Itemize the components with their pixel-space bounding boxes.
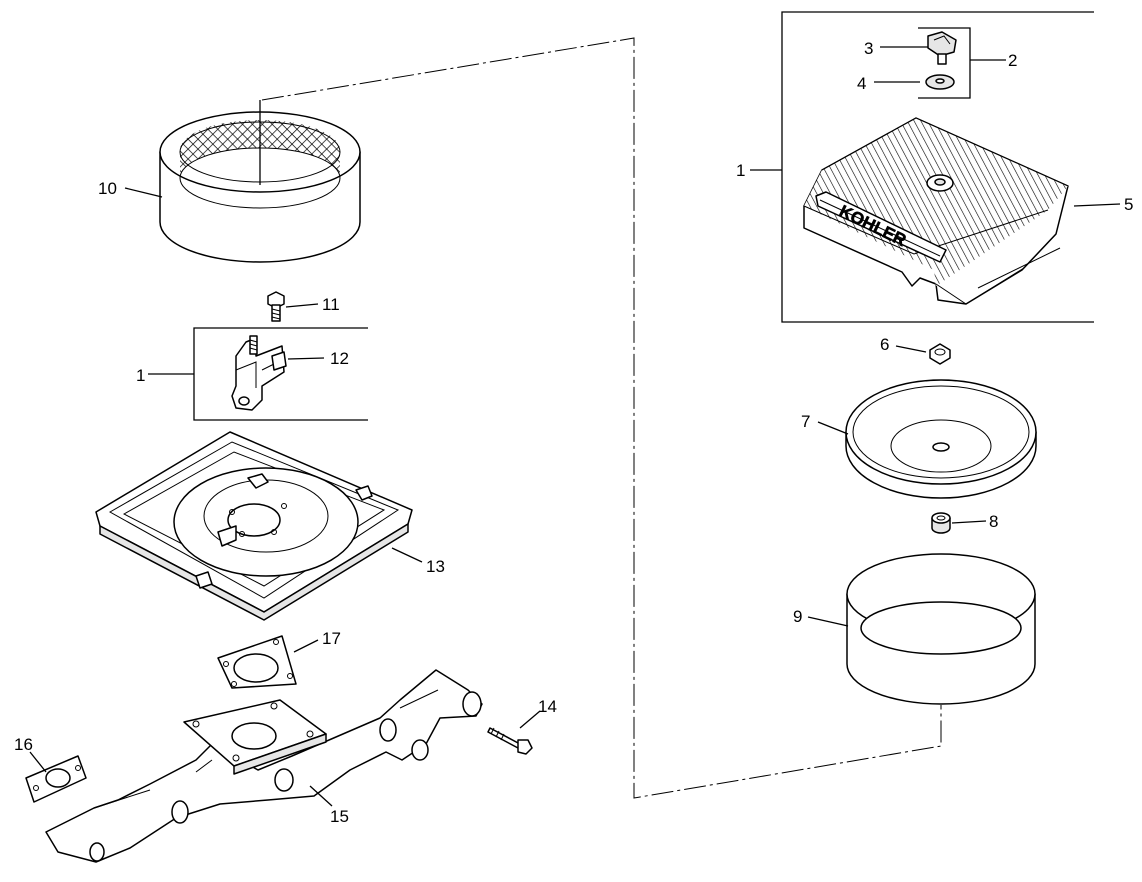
air-cleaner-cover: KOHLER (803, 117, 1069, 305)
callout-17: 17 (322, 629, 341, 648)
element-cover (845, 379, 1037, 499)
callout-2: 2 (1008, 51, 1017, 70)
callout-6: 6 (880, 335, 889, 354)
cover-assembly-box (781, 11, 1094, 323)
callout-4: 4 (857, 74, 866, 93)
callout-3: 3 (864, 39, 873, 58)
seal (931, 512, 951, 534)
callout-1-cover: 1 (736, 161, 745, 180)
leader-lines (29, 46, 1121, 807)
callout-5: 5 (1124, 195, 1133, 214)
callout-8: 8 (989, 512, 998, 531)
precleaner-ring (159, 100, 361, 263)
callout-10: 10 (98, 179, 117, 198)
washer (925, 74, 955, 90)
intake-manifold (45, 669, 483, 863)
knob (927, 31, 957, 65)
callout-13: 13 (426, 557, 445, 576)
callout-9: 9 (793, 607, 802, 626)
manifold-gasket (25, 755, 87, 803)
callout-14: 14 (538, 697, 557, 716)
callout-15: 15 (330, 807, 349, 826)
callout-1-bracket: 1 (136, 366, 145, 385)
nut (929, 343, 951, 365)
callout-16: 16 (14, 735, 33, 754)
bracket (231, 335, 287, 411)
paper-element (846, 553, 1036, 705)
air-cleaner-base (95, 431, 413, 621)
screw (267, 291, 285, 322)
assembly-centerline (261, 37, 942, 799)
base-gasket (217, 635, 297, 689)
bolt (487, 727, 533, 755)
callout-11: 11 (322, 295, 340, 314)
callout-12: 12 (330, 349, 349, 368)
callout-7: 7 (801, 412, 810, 431)
callout-labels: 10 11 1 12 13 17 14 15 16 1 3 4 2 5 6 7 … (14, 39, 1133, 826)
